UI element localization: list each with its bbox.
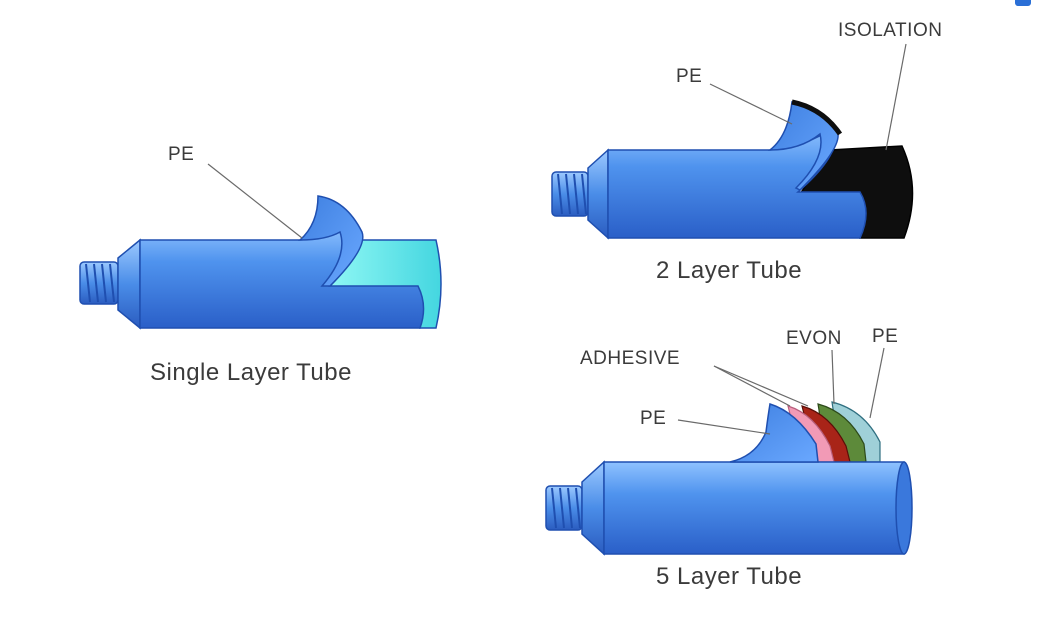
two-tube-shoulder	[587, 148, 609, 240]
five-outer-pe-leader	[869, 347, 885, 419]
single-tube-pe-flap	[298, 195, 364, 287]
five-tube-shoulder	[581, 460, 605, 556]
two-pe-label: PE	[676, 66, 702, 87]
single-layer-tube	[79, 195, 442, 330]
five-adhesive-leader-b	[713, 365, 809, 407]
five-tube-caption: 5 Layer Tube	[656, 563, 802, 590]
two-layer-tube	[551, 99, 914, 240]
two-tube-black-edge	[791, 99, 843, 136]
five-tube-nozzle	[545, 485, 583, 531]
five-evon-leader	[831, 349, 835, 405]
five-tube-body	[603, 461, 905, 555]
two-pe-leader	[709, 83, 793, 125]
five-tube-end	[895, 461, 913, 555]
two-isolation-label: ISOLATION	[838, 20, 942, 41]
five-layer-tube	[545, 401, 913, 556]
five-evon-label: EVON	[786, 328, 842, 349]
corner-mark	[1015, 0, 1031, 6]
five-pe-leader	[677, 419, 771, 435]
two-isolation-leader	[885, 43, 907, 151]
two-tube-nozzle	[551, 171, 589, 217]
single-pe-leader	[207, 163, 303, 239]
single-tube-caption: Single Layer Tube	[150, 359, 352, 386]
single-tube-nozzle	[79, 261, 119, 305]
five-adhesive-label: ADHESIVE	[580, 348, 680, 369]
five-outer-pe-label: PE	[872, 326, 898, 347]
single-pe-label: PE	[168, 144, 194, 165]
single-tube-shoulder	[117, 238, 141, 330]
five-pe-label: PE	[640, 408, 666, 429]
five-tube-pe-flap	[729, 403, 819, 463]
five-adhesive-leader-a	[713, 365, 791, 407]
two-tube-caption: 2 Layer Tube	[656, 257, 802, 284]
